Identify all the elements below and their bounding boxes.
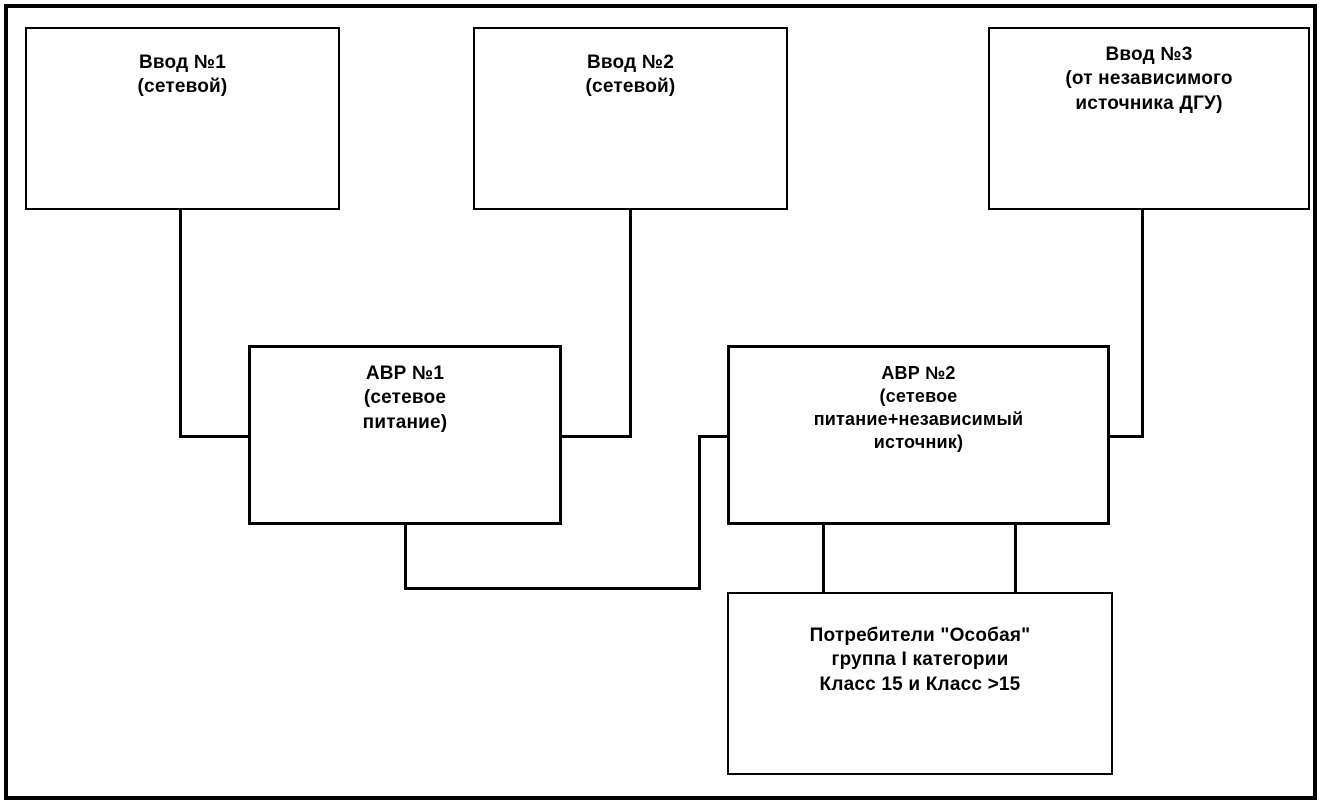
node-avr-1-line-1: АВР №1 — [365, 363, 445, 384]
edge-avr1-avr2-riser — [698, 435, 701, 590]
edge-input3-avr2-horizontal — [1108, 435, 1144, 438]
node-avr-2-line-4: источник) — [873, 432, 964, 453]
edge-input2-avr1-vertical — [629, 210, 632, 438]
diagram-outer-border — [4, 4, 1317, 800]
edge-avr1-avr2-entry — [698, 435, 730, 438]
node-avr-1-line-3: питание) — [362, 411, 448, 433]
node-avr-1[interactable]: АВР №1 (сетевое питание) — [248, 345, 562, 525]
node-input-2-line-1: Ввод №2 — [587, 52, 674, 73]
node-consumers-line-2: группа I категории — [831, 649, 1009, 671]
node-consumers[interactable]: Потребители "Особая" группа I категории … — [727, 592, 1113, 775]
node-avr-2-line-1: АВР №2 — [881, 363, 956, 383]
edge-input2-avr1-horizontal — [560, 435, 632, 438]
edge-avr1-avr2-horizontal — [404, 587, 701, 590]
edge-avr2-consumers-right-drop — [1014, 523, 1017, 594]
node-input-3[interactable]: Ввод №3 (от независимого источника ДГУ) — [988, 27, 1310, 210]
node-avr-2-line-2: (сетевое — [879, 386, 958, 407]
node-input-3-line-3: источника ДГУ) — [1075, 92, 1223, 114]
edge-avr1-avr2-drop — [404, 523, 407, 590]
edge-avr2-consumers-left-drop — [822, 523, 825, 594]
node-avr-1-line-2: (сетевое — [363, 387, 447, 409]
node-input-1-line-1: Ввод №1 — [139, 52, 226, 73]
node-avr-2[interactable]: АВР №2 (сетевое питание+независимый исто… — [727, 345, 1110, 525]
node-input-3-line-2: (от независимого — [1065, 68, 1233, 90]
node-consumers-line-1: Потребители "Особая" — [809, 625, 1031, 646]
edge-input3-avr2-vertical — [1141, 210, 1144, 438]
node-input-1[interactable]: Ввод №1 (сетевой) — [25, 27, 340, 210]
node-input-1-line-2: (сетевой) — [137, 76, 228, 98]
node-input-2[interactable]: Ввод №2 (сетевой) — [473, 27, 788, 210]
edge-input1-avr1-vertical — [179, 210, 182, 438]
node-avr-2-line-3: питание+независимый — [813, 409, 1024, 430]
node-input-3-line-1: Ввод №3 — [1105, 44, 1193, 65]
node-consumers-line-3: Класс 15 и Класс >15 — [819, 673, 1021, 695]
edge-input1-avr1-horizontal — [179, 435, 251, 438]
node-input-2-line-2: (сетевой) — [585, 76, 676, 98]
